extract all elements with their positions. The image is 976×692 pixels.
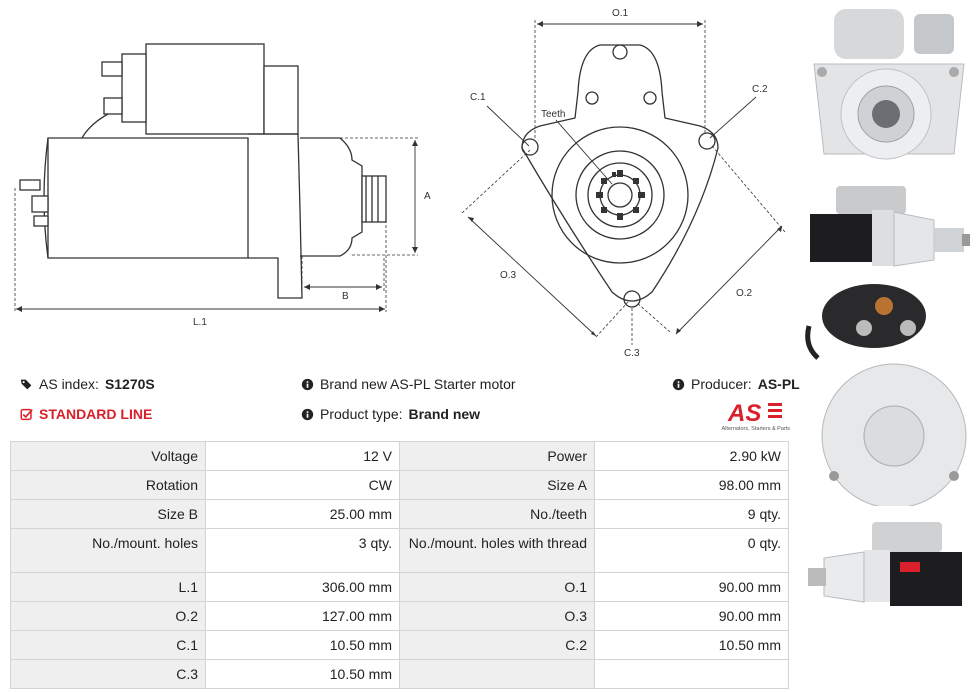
producer-label: Producer: — [691, 376, 752, 392]
spec-value: 3 qty. — [205, 528, 400, 573]
as-index-label: AS index: — [39, 376, 99, 392]
table-row: Size B 25.00 mm No./teeth 9 qty. — [10, 499, 789, 529]
label-o3: O.3 — [500, 270, 517, 281]
spec-value: 12 V — [205, 441, 400, 471]
spec-key: Rotation — [10, 470, 206, 500]
spec-key: No./mount. holes with thread — [399, 528, 595, 573]
specifications-table: Voltage 12 V Power 2.90 kW Rotation CW S… — [10, 441, 789, 689]
spec-key: O.3 — [399, 601, 595, 631]
spec-key: Voltage — [10, 441, 206, 471]
logo-tagline: Alternators, Starters & Parts — [722, 426, 791, 432]
spec-key: L.1 — [10, 572, 206, 602]
description-text: Brand new AS-PL Starter motor — [320, 376, 516, 392]
table-row: Voltage 12 V Power 2.90 kW — [10, 441, 789, 471]
producer: Producer: AS-PL — [672, 376, 800, 392]
spec-key — [399, 659, 595, 689]
spec-value: 10.50 mm — [205, 659, 400, 689]
spec-key: C.2 — [399, 630, 595, 660]
spec-value: 10.50 mm — [594, 630, 789, 660]
standard-line-label: STANDARD LINE — [39, 406, 153, 422]
table-row: C.1 10.50 mm C.2 10.50 mm — [10, 630, 789, 660]
spec-value: 25.00 mm — [205, 499, 400, 529]
spec-key: Power — [399, 441, 595, 471]
tags-icon — [20, 379, 32, 389]
label-b: B — [342, 291, 349, 302]
product-photo-side[interactable] — [804, 180, 974, 272]
table-row: No./mount. holes 3 qty. No./mount. holes… — [10, 528, 789, 573]
producer-value: AS-PL — [757, 376, 800, 392]
spec-value: 90.00 mm — [594, 601, 789, 631]
spec-value: 2.90 kW — [594, 441, 789, 471]
spec-key: No./mount. holes — [10, 528, 206, 573]
spec-key: O.1 — [399, 572, 595, 602]
spec-value — [594, 659, 789, 689]
spec-value: CW — [205, 470, 400, 500]
info-icon — [301, 378, 314, 390]
product-photo-front[interactable] — [804, 4, 974, 174]
product-photo-gallery — [804, 4, 974, 614]
spec-value: 0 qty. — [594, 528, 789, 573]
label-o2: O.2 — [736, 288, 753, 299]
as-index-value: S1270S — [104, 376, 155, 392]
table-row: L.1 306.00 mm O.1 90.00 mm — [10, 572, 789, 602]
product-photo-rear[interactable] — [804, 276, 974, 506]
product-type-value: Brand new — [408, 406, 481, 422]
technical-drawing: A B L.1 — [0, 0, 800, 370]
label-teeth: Teeth — [541, 109, 565, 120]
product-line: STANDARD LINE — [20, 406, 152, 422]
spec-key: Size B — [10, 499, 206, 529]
spec-key: Size A — [399, 470, 595, 500]
spec-key: No./teeth — [399, 499, 595, 529]
spec-key: C.3 — [10, 659, 206, 689]
info-icon — [301, 408, 314, 420]
checkbox-checked-icon — [20, 408, 33, 420]
label-l1: L.1 — [193, 317, 207, 328]
as-index: AS index: S1270S — [20, 376, 155, 392]
label-c3: C.3 — [624, 348, 640, 359]
product-type-label: Product type: — [320, 406, 403, 422]
as-pl-logo: AS Alternators, Starters & Parts — [722, 400, 791, 432]
product-photo-angled[interactable] — [804, 516, 974, 616]
info-icon — [672, 378, 685, 390]
spec-value: 306.00 mm — [205, 572, 400, 602]
label-c1: C.1 — [470, 92, 486, 103]
spec-key: O.2 — [10, 601, 206, 631]
spec-value: 90.00 mm — [594, 572, 789, 602]
spec-value: 127.00 mm — [205, 601, 400, 631]
label-c2: C.2 — [752, 84, 768, 95]
product-description: Brand new AS-PL Starter motor — [301, 376, 516, 392]
spec-value: 10.50 mm — [205, 630, 400, 660]
spec-value: 9 qty. — [594, 499, 789, 529]
starter-dimension-drawing: A B L.1 — [14, 8, 786, 359]
spec-value: 98.00 mm — [594, 470, 789, 500]
table-row: C.3 10.50 mm — [10, 659, 789, 689]
product-type: Product type: Brand new — [301, 406, 480, 422]
label-a: A — [424, 191, 431, 202]
table-row: O.2 127.00 mm O.3 90.00 mm — [10, 601, 789, 631]
logo-mark: AS — [727, 400, 761, 427]
spec-key: C.1 — [10, 630, 206, 660]
label-o1: O.1 — [612, 8, 629, 19]
table-row: Rotation CW Size A 98.00 mm — [10, 470, 789, 500]
